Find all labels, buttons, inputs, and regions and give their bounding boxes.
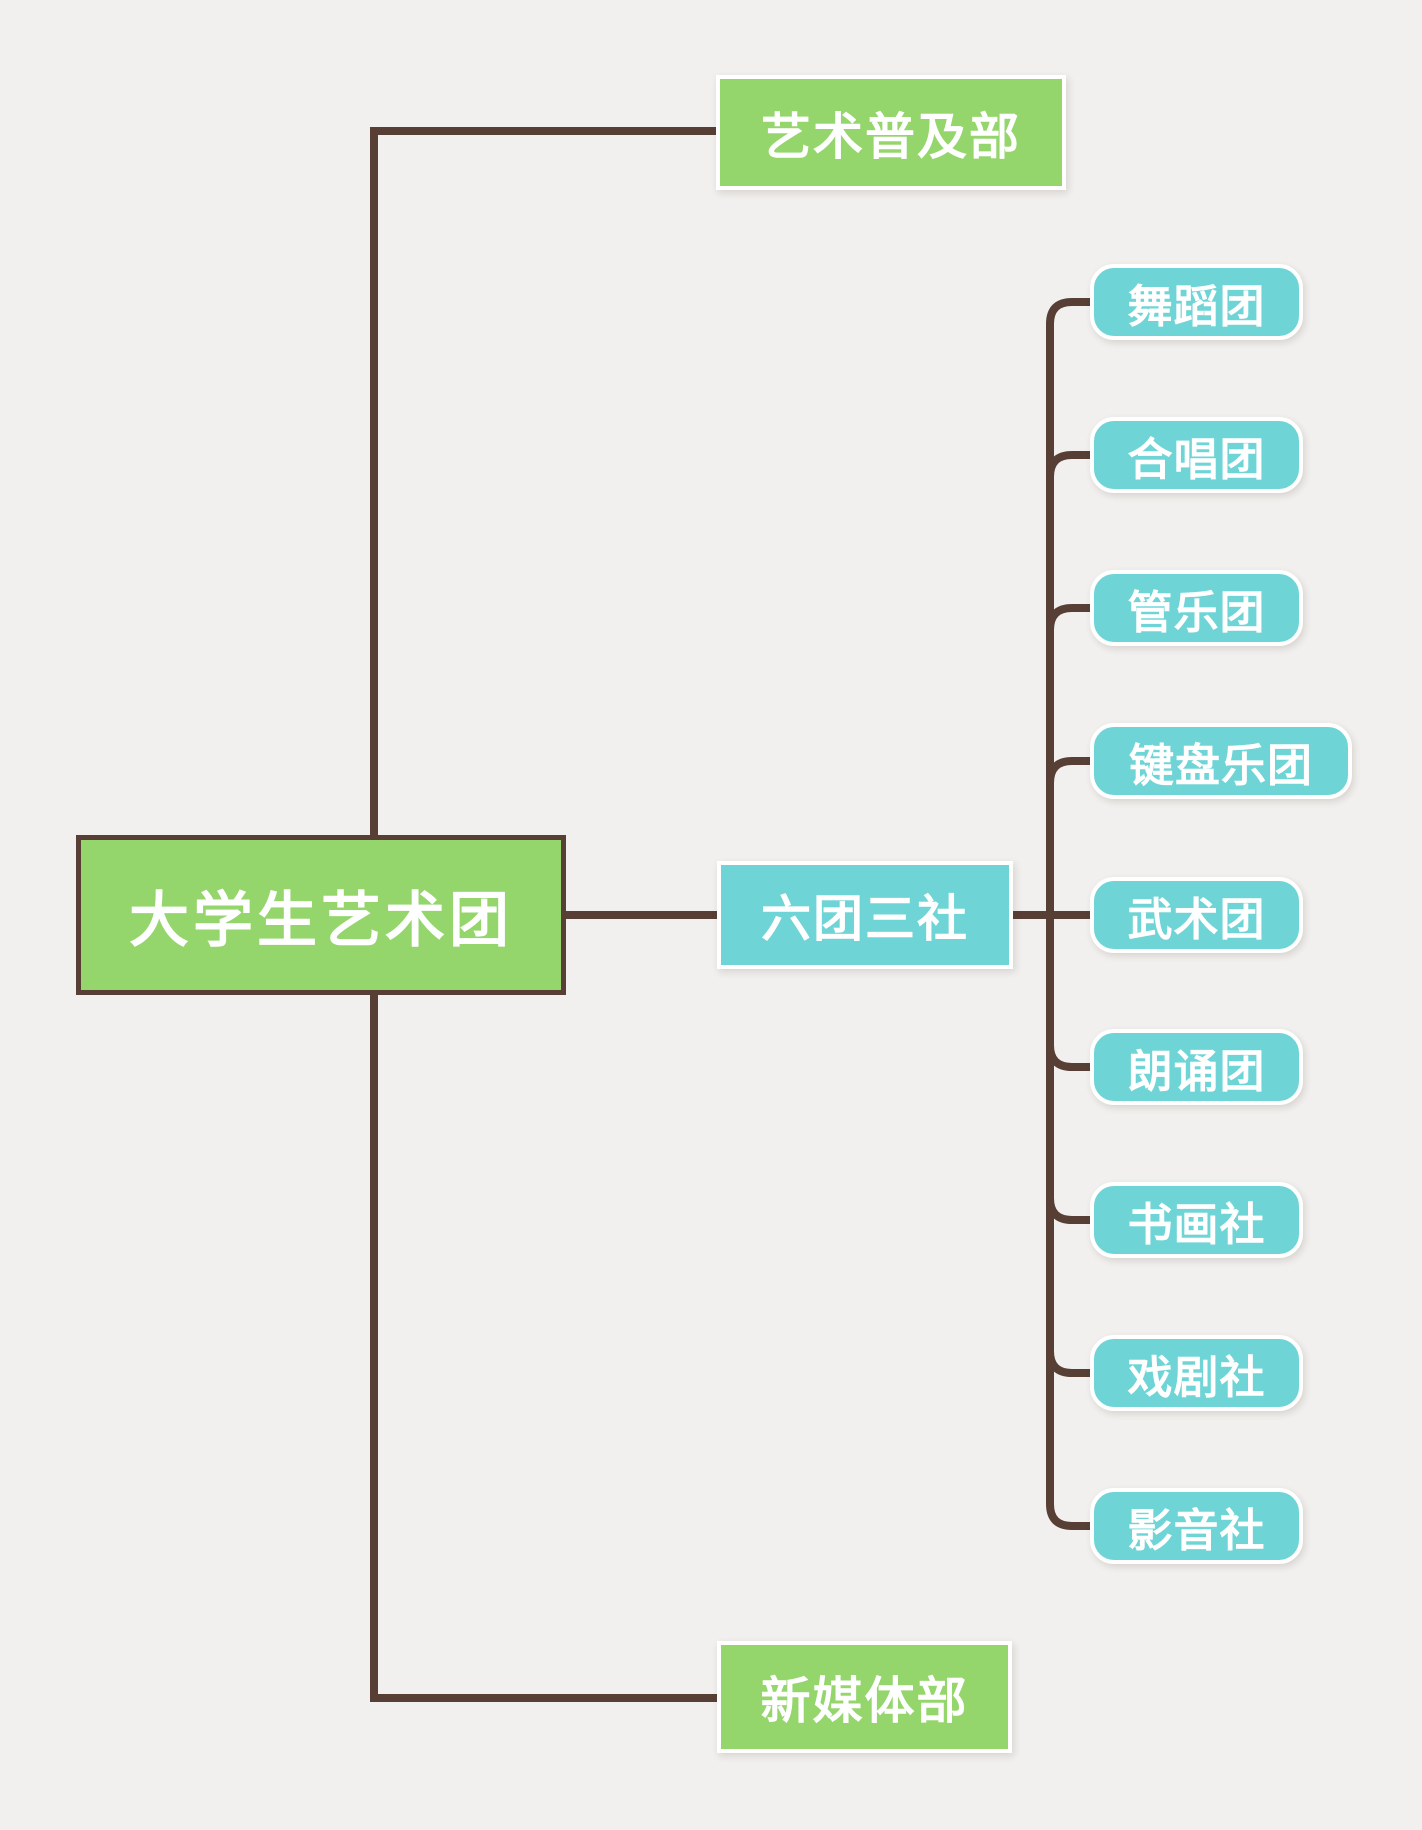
connector-to-keyboard-orchestra [1046, 757, 1092, 784]
connector-root-to-top-branch [370, 127, 718, 839]
branch-label: 艺术普及部 [761, 108, 1021, 165]
connector-to-calligraphy [1046, 1197, 1092, 1224]
child-node-label: 键盘乐团 [1128, 739, 1313, 791]
child-node-audio-visual-society[interactable]: 影音社 [1090, 1488, 1303, 1564]
connector-to-wind-orchestra [1046, 604, 1092, 631]
branch-label: 新媒体部 [760, 1673, 969, 1729]
child-node-choir[interactable]: 合唱团 [1090, 417, 1303, 493]
child-node-label: 影音社 [1127, 1504, 1266, 1556]
child-node-drama-society[interactable]: 戏剧社 [1090, 1335, 1303, 1411]
connector-root-to-bottom-branch [370, 991, 718, 1702]
child-node-label: 管乐团 [1127, 586, 1266, 638]
child-node-label: 朗诵团 [1127, 1045, 1266, 1097]
child-node-label: 武术团 [1127, 893, 1266, 945]
branch-node-six-troupes-three-societies[interactable]: 六团三社 [717, 861, 1013, 969]
child-node-label: 戏剧社 [1127, 1351, 1266, 1403]
branch-node-art-popularization[interactable]: 艺术普及部 [716, 75, 1066, 190]
connector-to-choir [1046, 451, 1092, 478]
child-node-keyboard-orchestra[interactable]: 键盘乐团 [1090, 723, 1352, 799]
child-node-label: 合唱团 [1127, 433, 1266, 485]
connector-spine-with-first-last-child [1046, 298, 1092, 1530]
branch-node-new-media[interactable]: 新媒体部 [717, 1641, 1012, 1753]
branch-label: 六团三社 [761, 891, 969, 947]
child-node-dance-troupe[interactable]: 舞蹈团 [1090, 264, 1303, 340]
child-node-martial-arts-troupe[interactable]: 武术团 [1090, 877, 1303, 953]
child-node-wind-orchestra[interactable]: 管乐团 [1090, 570, 1303, 646]
root-node-label: 大学生艺术团 [129, 886, 513, 954]
child-node-recitation-troupe[interactable]: 朗诵团 [1090, 1029, 1303, 1105]
connector-to-recitation [1046, 1044, 1092, 1071]
root-node[interactable]: 大学生艺术团 [76, 835, 566, 995]
child-node-calligraphy-painting-society[interactable]: 书画社 [1090, 1182, 1303, 1258]
child-node-label: 舞蹈团 [1127, 280, 1266, 332]
child-node-label: 书画社 [1127, 1198, 1266, 1250]
connector-to-drama [1046, 1350, 1092, 1377]
